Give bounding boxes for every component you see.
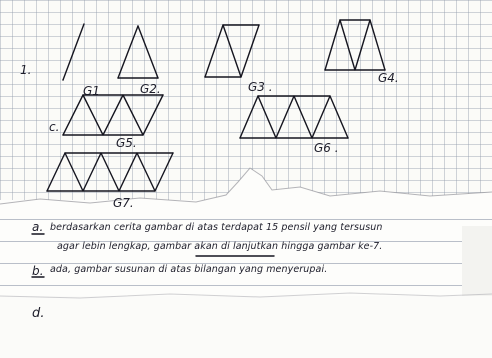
figure-g6: [239, 95, 349, 139]
answer-a-line-2: agar lebin lengkap, gambar akan di lanju…: [57, 241, 383, 252]
figure-label-g7: G7.: [113, 196, 134, 210]
figure-g4: [324, 19, 386, 71]
answer-d-marker: d.: [32, 306, 45, 321]
figure-g1: [62, 23, 85, 81]
section-number: 1.: [20, 63, 32, 77]
figure-label-g5: G5.: [116, 136, 137, 150]
part-c-label: c.: [49, 120, 60, 134]
figure-label-g6: G6 .: [314, 141, 339, 155]
figure-g3: [204, 24, 260, 78]
triangle-sides: [204, 24, 260, 78]
figure-label-g1: G1: [83, 84, 100, 98]
figure-g2: [117, 25, 159, 79]
answer-b-marker: b.: [32, 264, 44, 278]
answer-b-line-1: ada, gambar susunan di atas bilangan yan…: [50, 264, 328, 275]
answer-a-marker: a.: [32, 220, 44, 234]
figure-label-g3: G3 .: [248, 80, 273, 94]
triangle-sides: [62, 94, 164, 136]
figure-g7: [46, 152, 174, 192]
triangle-sides: [62, 23, 85, 81]
figure-label-g4: G4.: [378, 71, 399, 85]
figure-g5: [62, 94, 164, 136]
figure-label-g2: G2.: [140, 82, 161, 96]
answer-a-line-1: berdasarkan cerita gambar di atas terdap…: [50, 222, 383, 233]
triangle-sides: [46, 152, 174, 192]
